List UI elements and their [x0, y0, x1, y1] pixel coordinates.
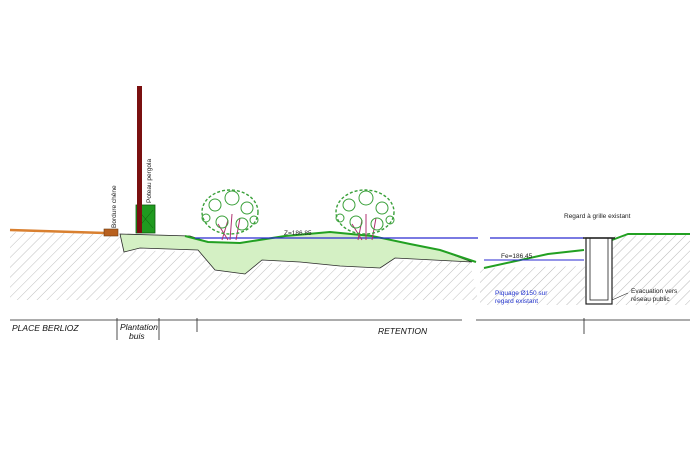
zone-plantation-2: buis [129, 331, 145, 341]
oak-border [103, 228, 119, 237]
label-z-level: Z=186.85 [284, 230, 312, 237]
right-section [483, 233, 690, 305]
paving-line [9, 228, 106, 235]
zone-retention: RETENTION [378, 326, 428, 336]
ground-line-green [184, 230, 477, 263]
label-regard: Regard à grille existant [564, 213, 631, 220]
label-evac-1: Evacuation vers [631, 288, 678, 295]
pergola-post [137, 86, 142, 233]
zone-place-berlioz: PLACE BERLIOZ [12, 323, 79, 333]
shrub-2 [335, 189, 395, 241]
shrub-1 [201, 189, 259, 241]
label-piquage-2: regard existant [495, 298, 538, 305]
soil-hatching [10, 232, 690, 305]
zone-plantation-1: Plantation [120, 322, 158, 332]
label-piquage-1: Piquage Ø150 sur [495, 290, 548, 297]
label-evac-2: réseau public [631, 296, 670, 303]
label-fe-level: Fe=186.45 [501, 253, 533, 260]
zone-separators [10, 318, 690, 340]
label-poteau: Poteau pergola [146, 159, 153, 203]
label-bordure: Bordure chêne [111, 185, 118, 228]
